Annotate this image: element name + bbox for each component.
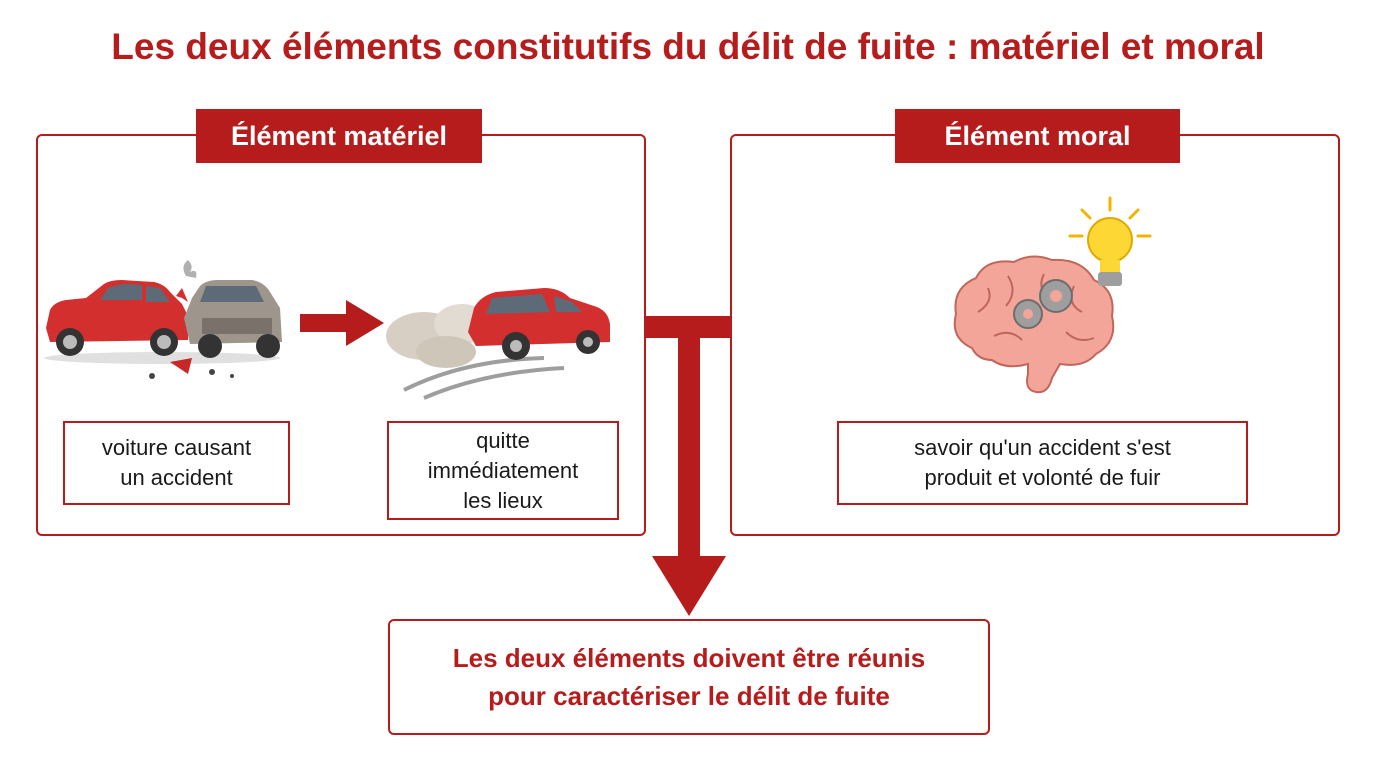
step-label-line: un accident xyxy=(120,465,233,490)
step-label-line: voiture causant xyxy=(101,435,252,460)
down-arrow-icon xyxy=(652,556,726,616)
connector-stem xyxy=(678,316,700,560)
conclusion-line: pour caractériser le délit de fuite xyxy=(488,681,890,711)
car-fleeing-illustration xyxy=(386,288,610,400)
material-element-heading: Élément matériel xyxy=(196,109,482,163)
right-arrow-icon xyxy=(300,300,384,346)
lightbulb-icon xyxy=(1068,196,1152,286)
brain-gears-illustration xyxy=(953,255,1115,394)
conclusion-line: Les deux éléments doivent être réunis xyxy=(452,643,926,673)
conclusion-box: Les deux éléments doivent être réunis po… xyxy=(388,619,990,735)
moral-label-line: savoir qu'un accident s'est xyxy=(914,435,1171,460)
moral-element-heading: Élément moral xyxy=(895,109,1180,163)
step-label-line: quitte xyxy=(476,427,530,453)
moral-element-label: savoir qu'un accident s'est produit et v… xyxy=(837,421,1248,505)
step-label-leaves-scene: quitte immédiatement les lieux xyxy=(387,421,619,520)
step-label-line: immédiatement xyxy=(427,457,579,483)
page-title: Les deux éléments constitutifs du délit … xyxy=(111,26,1265,67)
moral-label-line: produit et volonté de fuir xyxy=(924,465,1161,490)
step-label-line: les lieux xyxy=(463,487,543,513)
car-crash-illustration xyxy=(44,260,282,379)
step-label-car-accident: voiture causant un accident xyxy=(63,421,290,505)
